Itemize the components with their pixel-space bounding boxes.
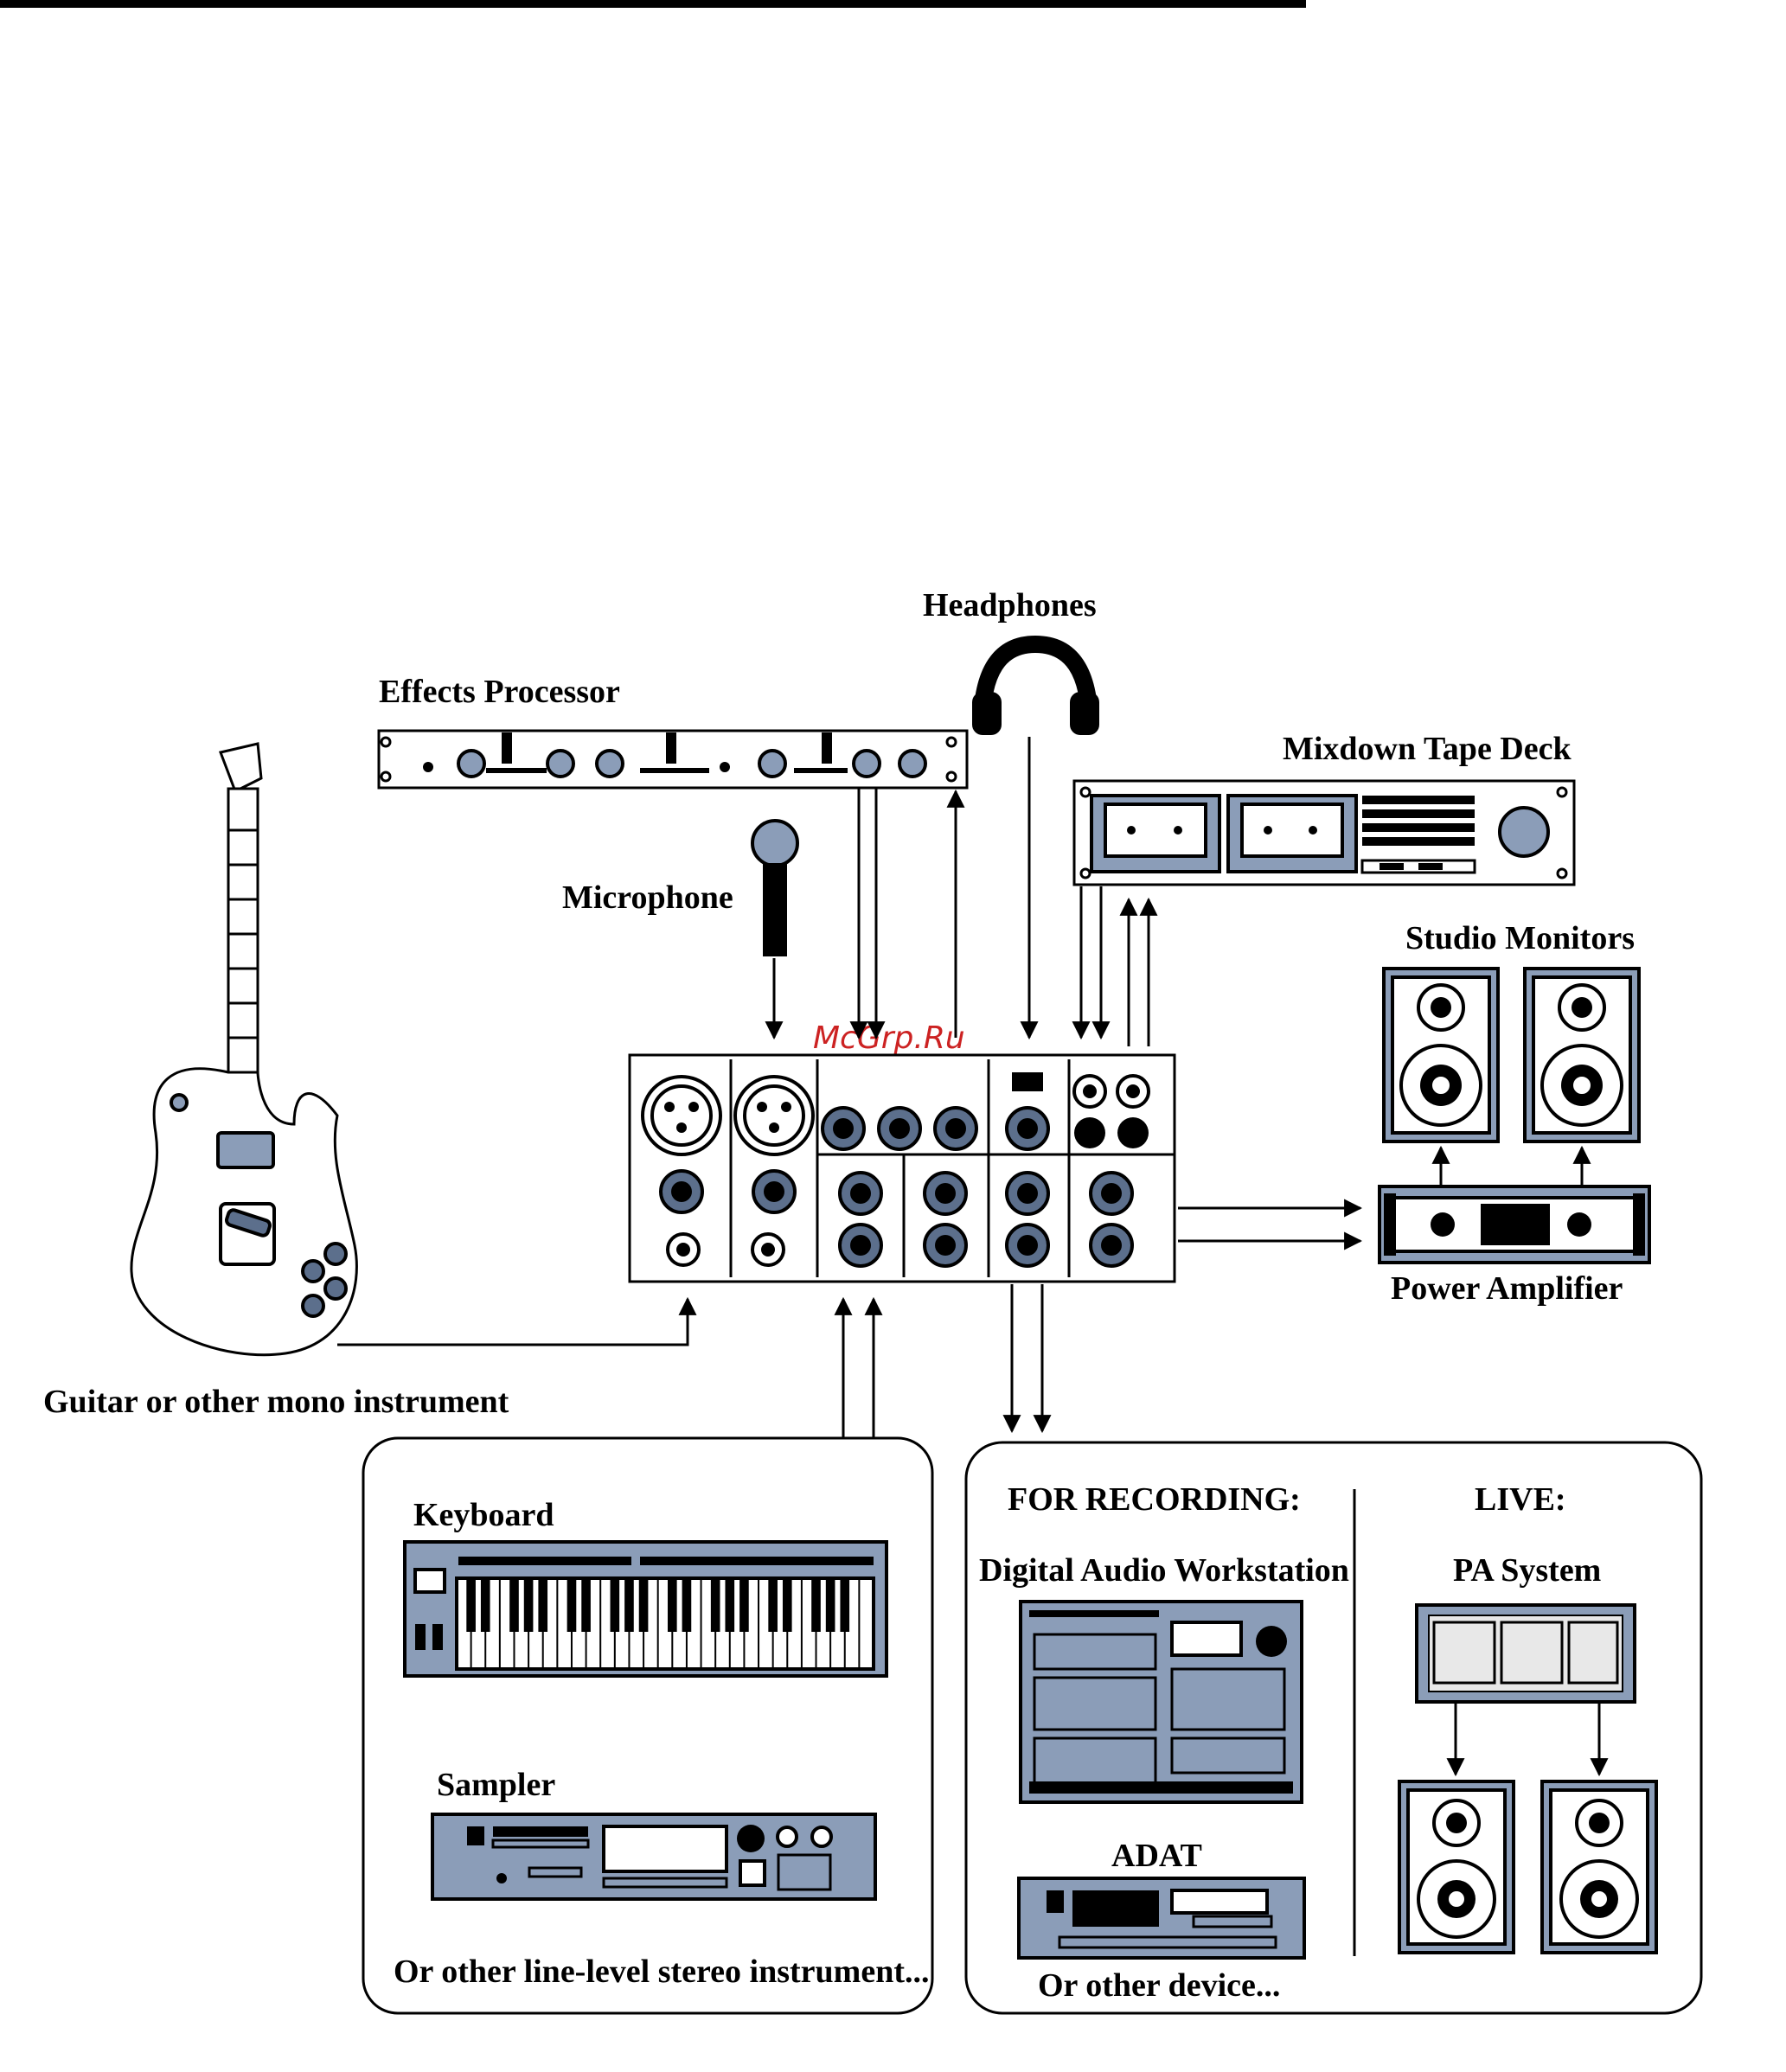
effects-label: Effects Processor [379, 674, 620, 710]
black-key [524, 1578, 534, 1632]
output-destinations-group: FOR RECORDING: Digital Audio Workstation… [966, 1442, 1701, 2013]
black-key [768, 1578, 778, 1632]
black-key [581, 1578, 591, 1632]
microphone-label: Microphone [562, 879, 733, 916]
pa-speaker-left [1399, 1781, 1514, 1953]
keyboard-icon [405, 1542, 887, 1676]
black-key [611, 1578, 620, 1632]
stereo-instruments-group: Keyboard Sampler Or other [363, 1438, 932, 2013]
black-key [509, 1578, 519, 1632]
tape-deck-label: Mixdown Tape Deck [1283, 731, 1572, 767]
stereo-instrument-label: Or other line-level stereo instrument... [394, 1954, 930, 1990]
guitar-icon [131, 744, 356, 1355]
black-key [466, 1578, 476, 1632]
studio-monitor-left [1384, 969, 1498, 1142]
pa-system-label: PA System [1453, 1552, 1601, 1589]
black-key [725, 1578, 734, 1632]
adat-label: ADAT [1111, 1838, 1202, 1874]
pa-mixer-icon [1417, 1605, 1635, 1702]
adat-icon [1019, 1878, 1304, 1958]
mixer-rear-panel [630, 1055, 1175, 1282]
black-key [682, 1578, 692, 1632]
daw-label: Digital Audio Workstation [979, 1552, 1349, 1589]
daw-icon [1021, 1602, 1302, 1802]
headphones-icon [972, 644, 1099, 735]
black-key [783, 1578, 792, 1632]
black-key [826, 1578, 835, 1632]
microphone-icon [752, 821, 797, 956]
headphones-label: Headphones [923, 587, 1097, 624]
sampler-label: Sampler [437, 1767, 555, 1803]
pa-speaker-right [1542, 1781, 1656, 1953]
watermark: McGrp.Ru [813, 1020, 965, 1056]
power-amplifier [1380, 1186, 1649, 1263]
black-key [481, 1578, 490, 1632]
top-rule [0, 0, 1306, 8]
black-key [538, 1578, 547, 1632]
black-key [840, 1578, 849, 1632]
black-key [624, 1578, 634, 1632]
for-recording-label: FOR RECORDING: [1008, 1481, 1301, 1518]
black-key [639, 1578, 649, 1632]
effects-processor [379, 731, 967, 788]
black-key [739, 1578, 749, 1632]
other-device-label: Or other device... [1038, 1967, 1280, 2004]
guitar-label: Guitar or other mono instrument [43, 1384, 509, 1420]
amplifier-label: Power Amplifier [1391, 1270, 1623, 1307]
sampler-icon [432, 1814, 875, 1899]
studio-monitor-right [1525, 969, 1639, 1142]
live-label: LIVE: [1475, 1481, 1566, 1518]
black-key [711, 1578, 720, 1632]
monitors-label: Studio Monitors [1405, 920, 1635, 956]
black-key [811, 1578, 821, 1632]
black-key [567, 1578, 577, 1632]
keyboard-label: Keyboard [413, 1497, 554, 1533]
mixdown-tape-deck [1074, 781, 1574, 885]
black-key [668, 1578, 677, 1632]
